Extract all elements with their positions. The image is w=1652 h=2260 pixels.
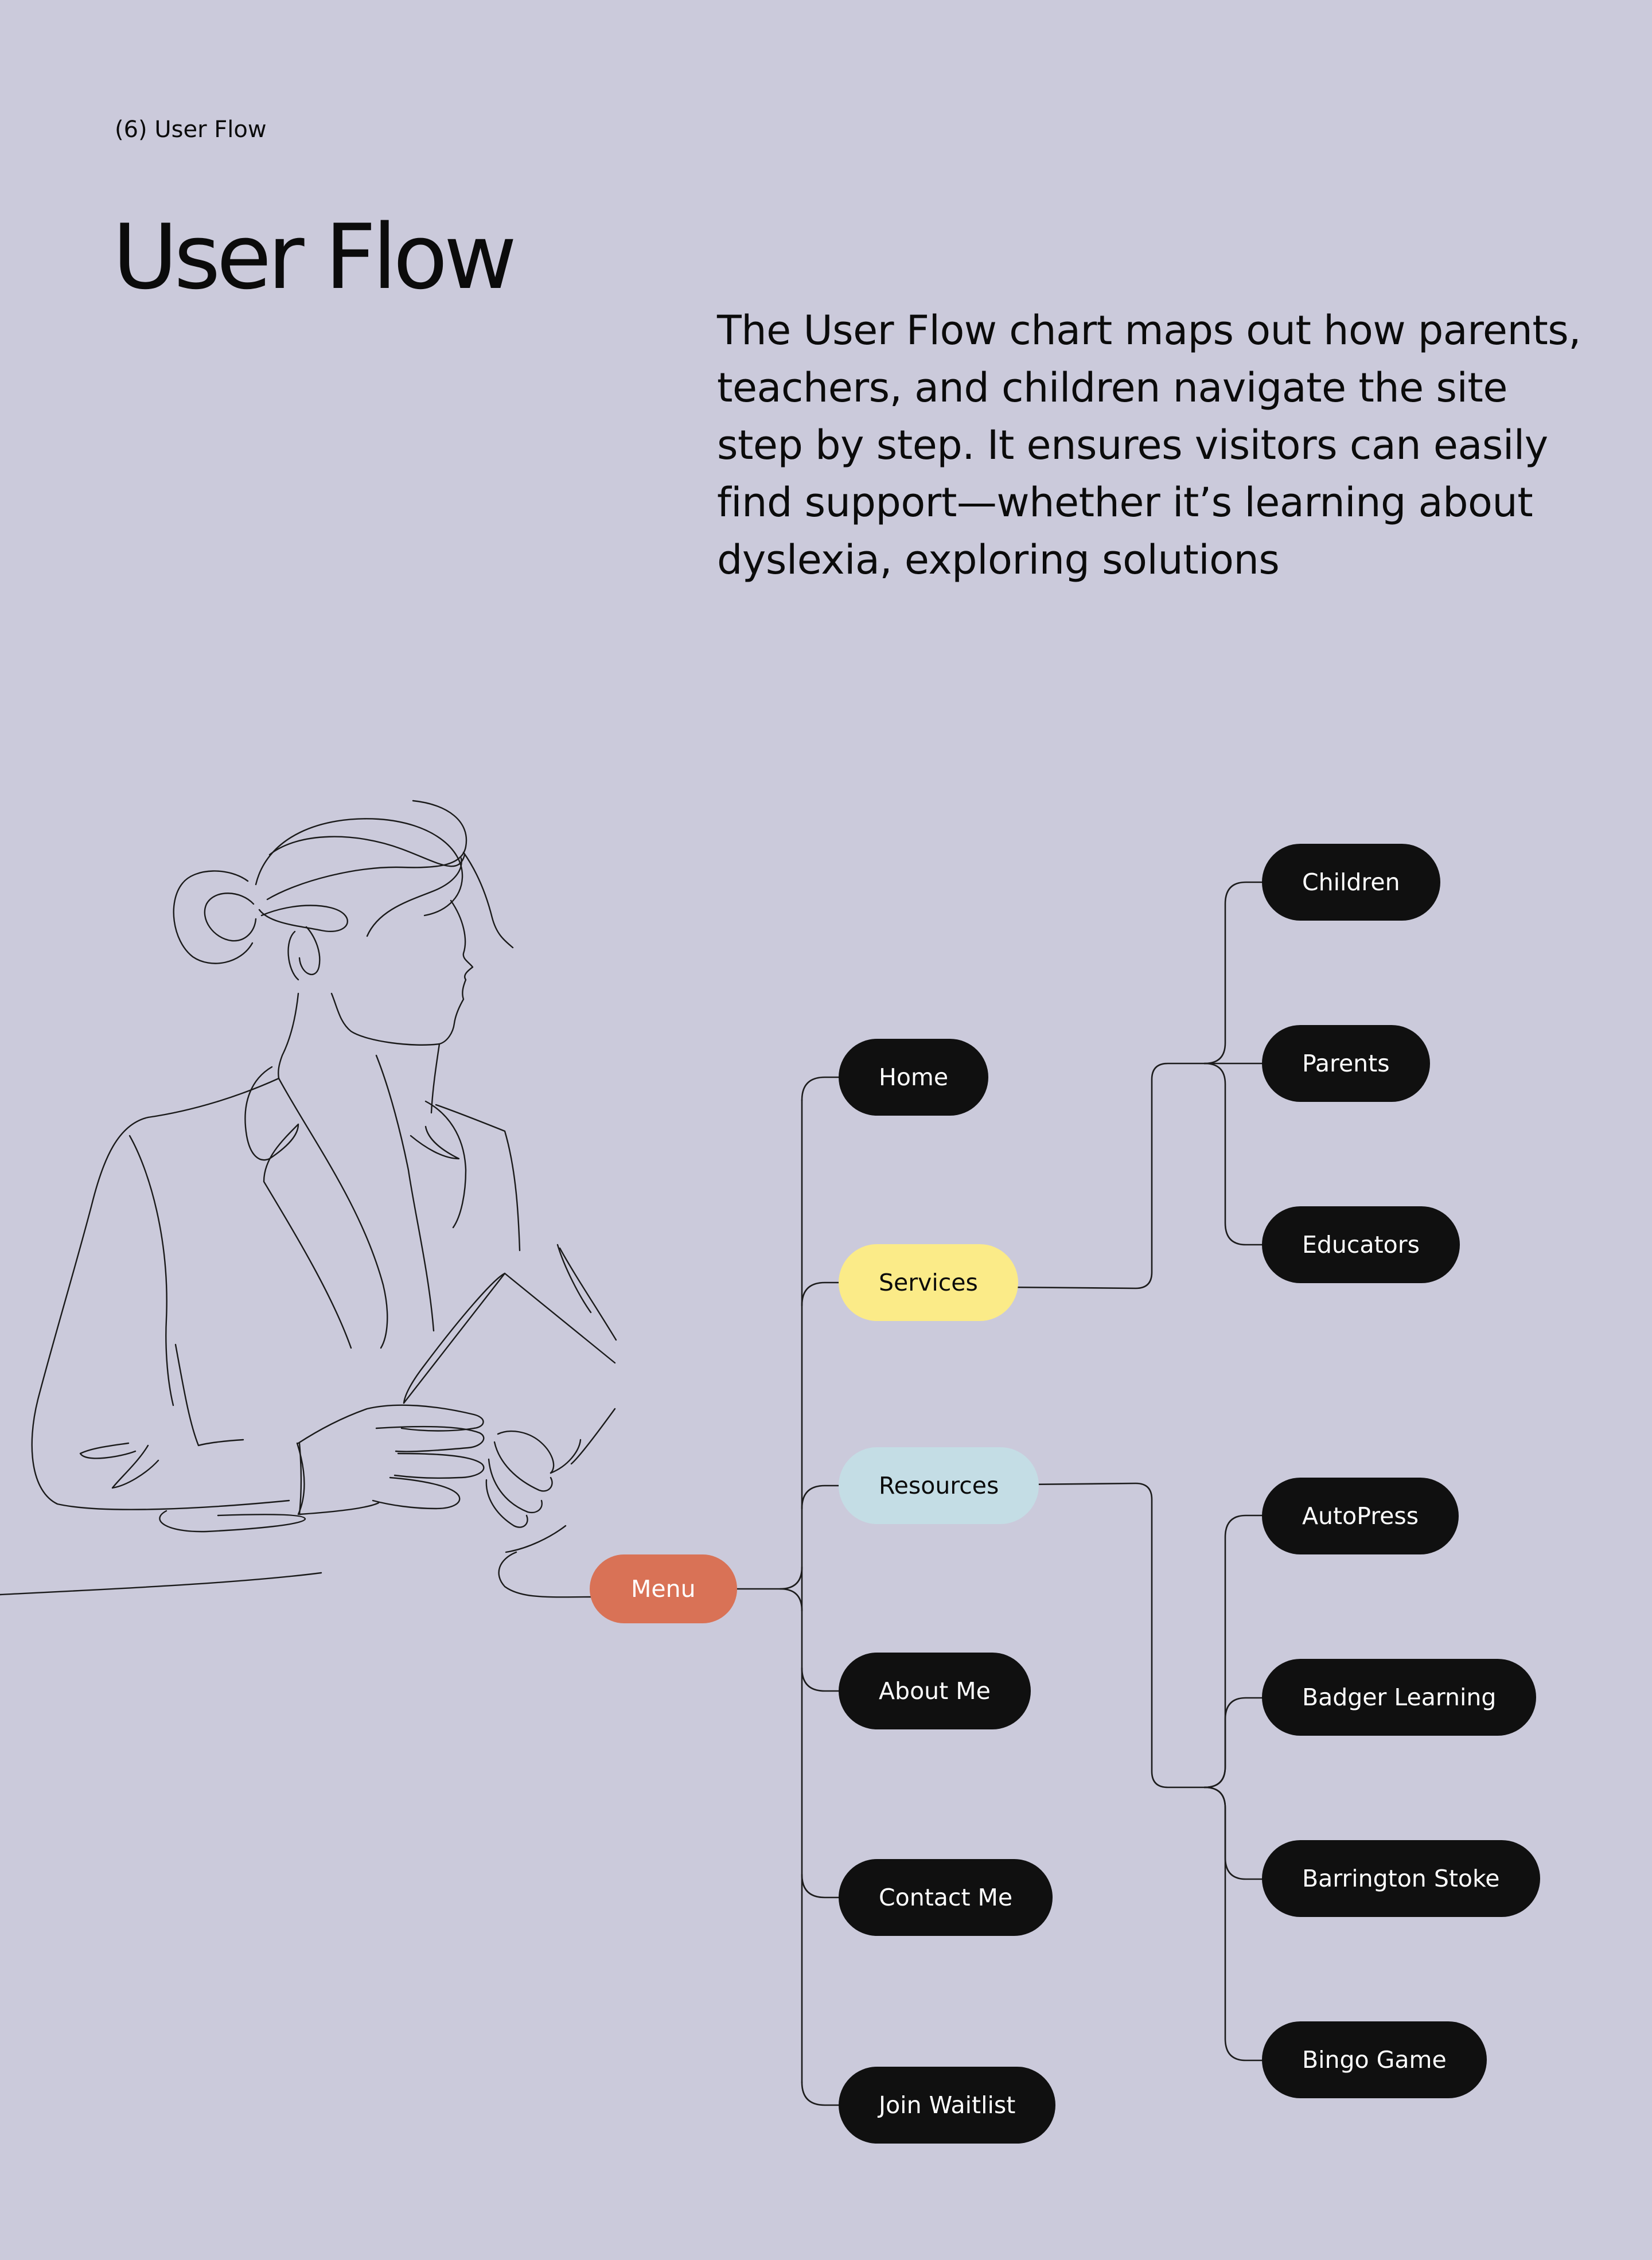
flow-node-about-me[interactable]: About Me bbox=[839, 1653, 1031, 1729]
flow-node-parents[interactable]: Parents bbox=[1262, 1025, 1430, 1102]
intro-paragraph: The User Flow chart maps out how parents… bbox=[717, 307, 1581, 583]
flow-node-educators[interactable]: Educators bbox=[1262, 1206, 1460, 1283]
flow-node-resources[interactable]: Resources bbox=[839, 1447, 1039, 1524]
flow-node-barrington-stoke[interactable]: Barrington Stoke bbox=[1262, 1840, 1540, 1917]
flow-node-contact-me[interactable]: Contact Me bbox=[839, 1859, 1053, 1936]
flow-node-menu[interactable]: Menu bbox=[590, 1554, 737, 1623]
flow-node-autopress[interactable]: AutoPress bbox=[1262, 1478, 1459, 1554]
flow-node-home[interactable]: Home bbox=[839, 1039, 989, 1116]
flow-node-bingo-game[interactable]: Bingo Game bbox=[1262, 2021, 1487, 2098]
flow-node-children[interactable]: Children bbox=[1262, 844, 1440, 921]
page-title: User Flow bbox=[112, 205, 517, 309]
flow-node-services[interactable]: Services bbox=[839, 1244, 1018, 1321]
flow-node-badger-learning[interactable]: Badger Learning bbox=[1262, 1659, 1537, 1736]
flow-node-join-waitlist[interactable]: Join Waitlist bbox=[839, 2067, 1056, 2144]
section-label: (6) User Flow bbox=[115, 116, 267, 143]
woman-with-tablet-illustration bbox=[0, 800, 617, 1598]
